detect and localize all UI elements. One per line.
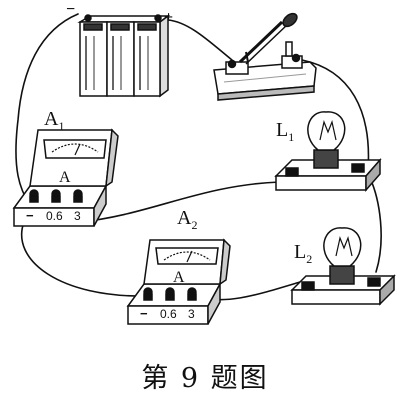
ammeter-a2-unit: A: [173, 269, 185, 286]
figure-caption: 第 9 题图: [141, 363, 269, 394]
wire-battery-to-a1: [15, 13, 79, 206]
wire-battery-to-switch: [167, 19, 233, 61]
lamp-l2: [290, 227, 396, 306]
ammeter-a2-terminal-3: 3: [188, 307, 195, 321]
lamp-l2-label: L2: [294, 241, 312, 266]
wire-l1-to-l2: [369, 177, 382, 273]
battery-minus-label: −: [66, 1, 75, 18]
knife-switch: [213, 12, 317, 101]
battery-pack: [77, 14, 171, 98]
ammeter-a1-terminal-3: 3: [74, 209, 81, 223]
ammeter-a2-terminal-06: 0.6: [160, 307, 177, 321]
lamp-l1: [274, 111, 382, 192]
ammeter-a1-terminal-minus: −: [26, 208, 34, 223]
ammeter-a1-unit: A: [59, 169, 71, 186]
ammeter-a1: [12, 128, 119, 227]
ammeter-a1-terminal-06: 0.6: [46, 209, 63, 223]
ammeter-a2-terminal-minus: −: [140, 306, 148, 321]
battery-plus-label: +: [164, 9, 173, 26]
ammeter-a2-label: A2: [177, 207, 197, 232]
lamp-l1-label: L1: [276, 119, 294, 144]
wire-switch-to-l1: [301, 59, 370, 171]
wire-a1-to-a2: [21, 221, 149, 297]
wire-a1-to-l1: [79, 181, 281, 223]
ammeter-a1-label: A1: [44, 108, 64, 133]
ammeter-a2: [126, 238, 231, 325]
